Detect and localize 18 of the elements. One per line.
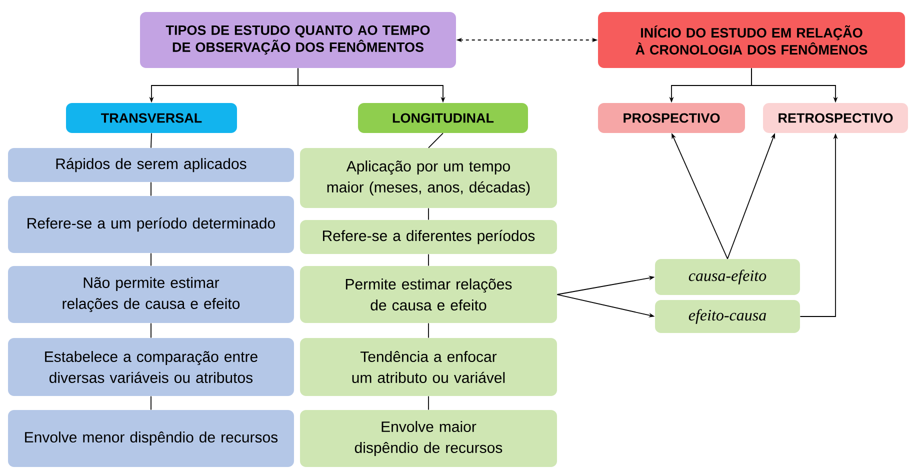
- relation-box: efeito-causa: [655, 300, 800, 333]
- category-box: TRANSVERSAL: [66, 103, 237, 133]
- category-box: PROSPECTIVO: [598, 103, 745, 133]
- title-box: INÍCIO DO ESTUDO EM RELAÇÃO À CRONOLOGIA DOS FENÔMENOS: [598, 12, 905, 68]
- description-box: Tendência a enfocar um atributo ou variável: [300, 338, 557, 396]
- description-box: Refere-se a um período determinado: [8, 196, 294, 253]
- title-box: TIPOS DE ESTUDO QUANTO AO TEMPO DE OBSERVAÇÃO DOS FENÔMENTOS: [140, 12, 456, 68]
- category-box: RETROSPECTIVO: [763, 103, 908, 133]
- description-box: Rápidos de serem aplicados: [8, 148, 294, 182]
- description-box: Permite estimar relações de causa e efeito: [300, 266, 557, 323]
- relation-box: causa-efeito: [655, 259, 800, 295]
- description-box: Refere-se a diferentes períodos: [300, 220, 557, 254]
- description-box: Envolve menor dispêndio de recursos: [8, 410, 294, 467]
- description-box: Envolve maior dispêndio de recursos: [300, 410, 557, 467]
- description-box: Aplicação por um tempo maior (meses, anos, décadas): [300, 148, 557, 208]
- category-box: LONGITUDINAL: [358, 103, 528, 133]
- description-box: Estabelece a comparação entre diversas variáveis ou atributos: [8, 338, 294, 396]
- description-box: Não permite estimar relações de causa e efeito: [8, 266, 294, 323]
